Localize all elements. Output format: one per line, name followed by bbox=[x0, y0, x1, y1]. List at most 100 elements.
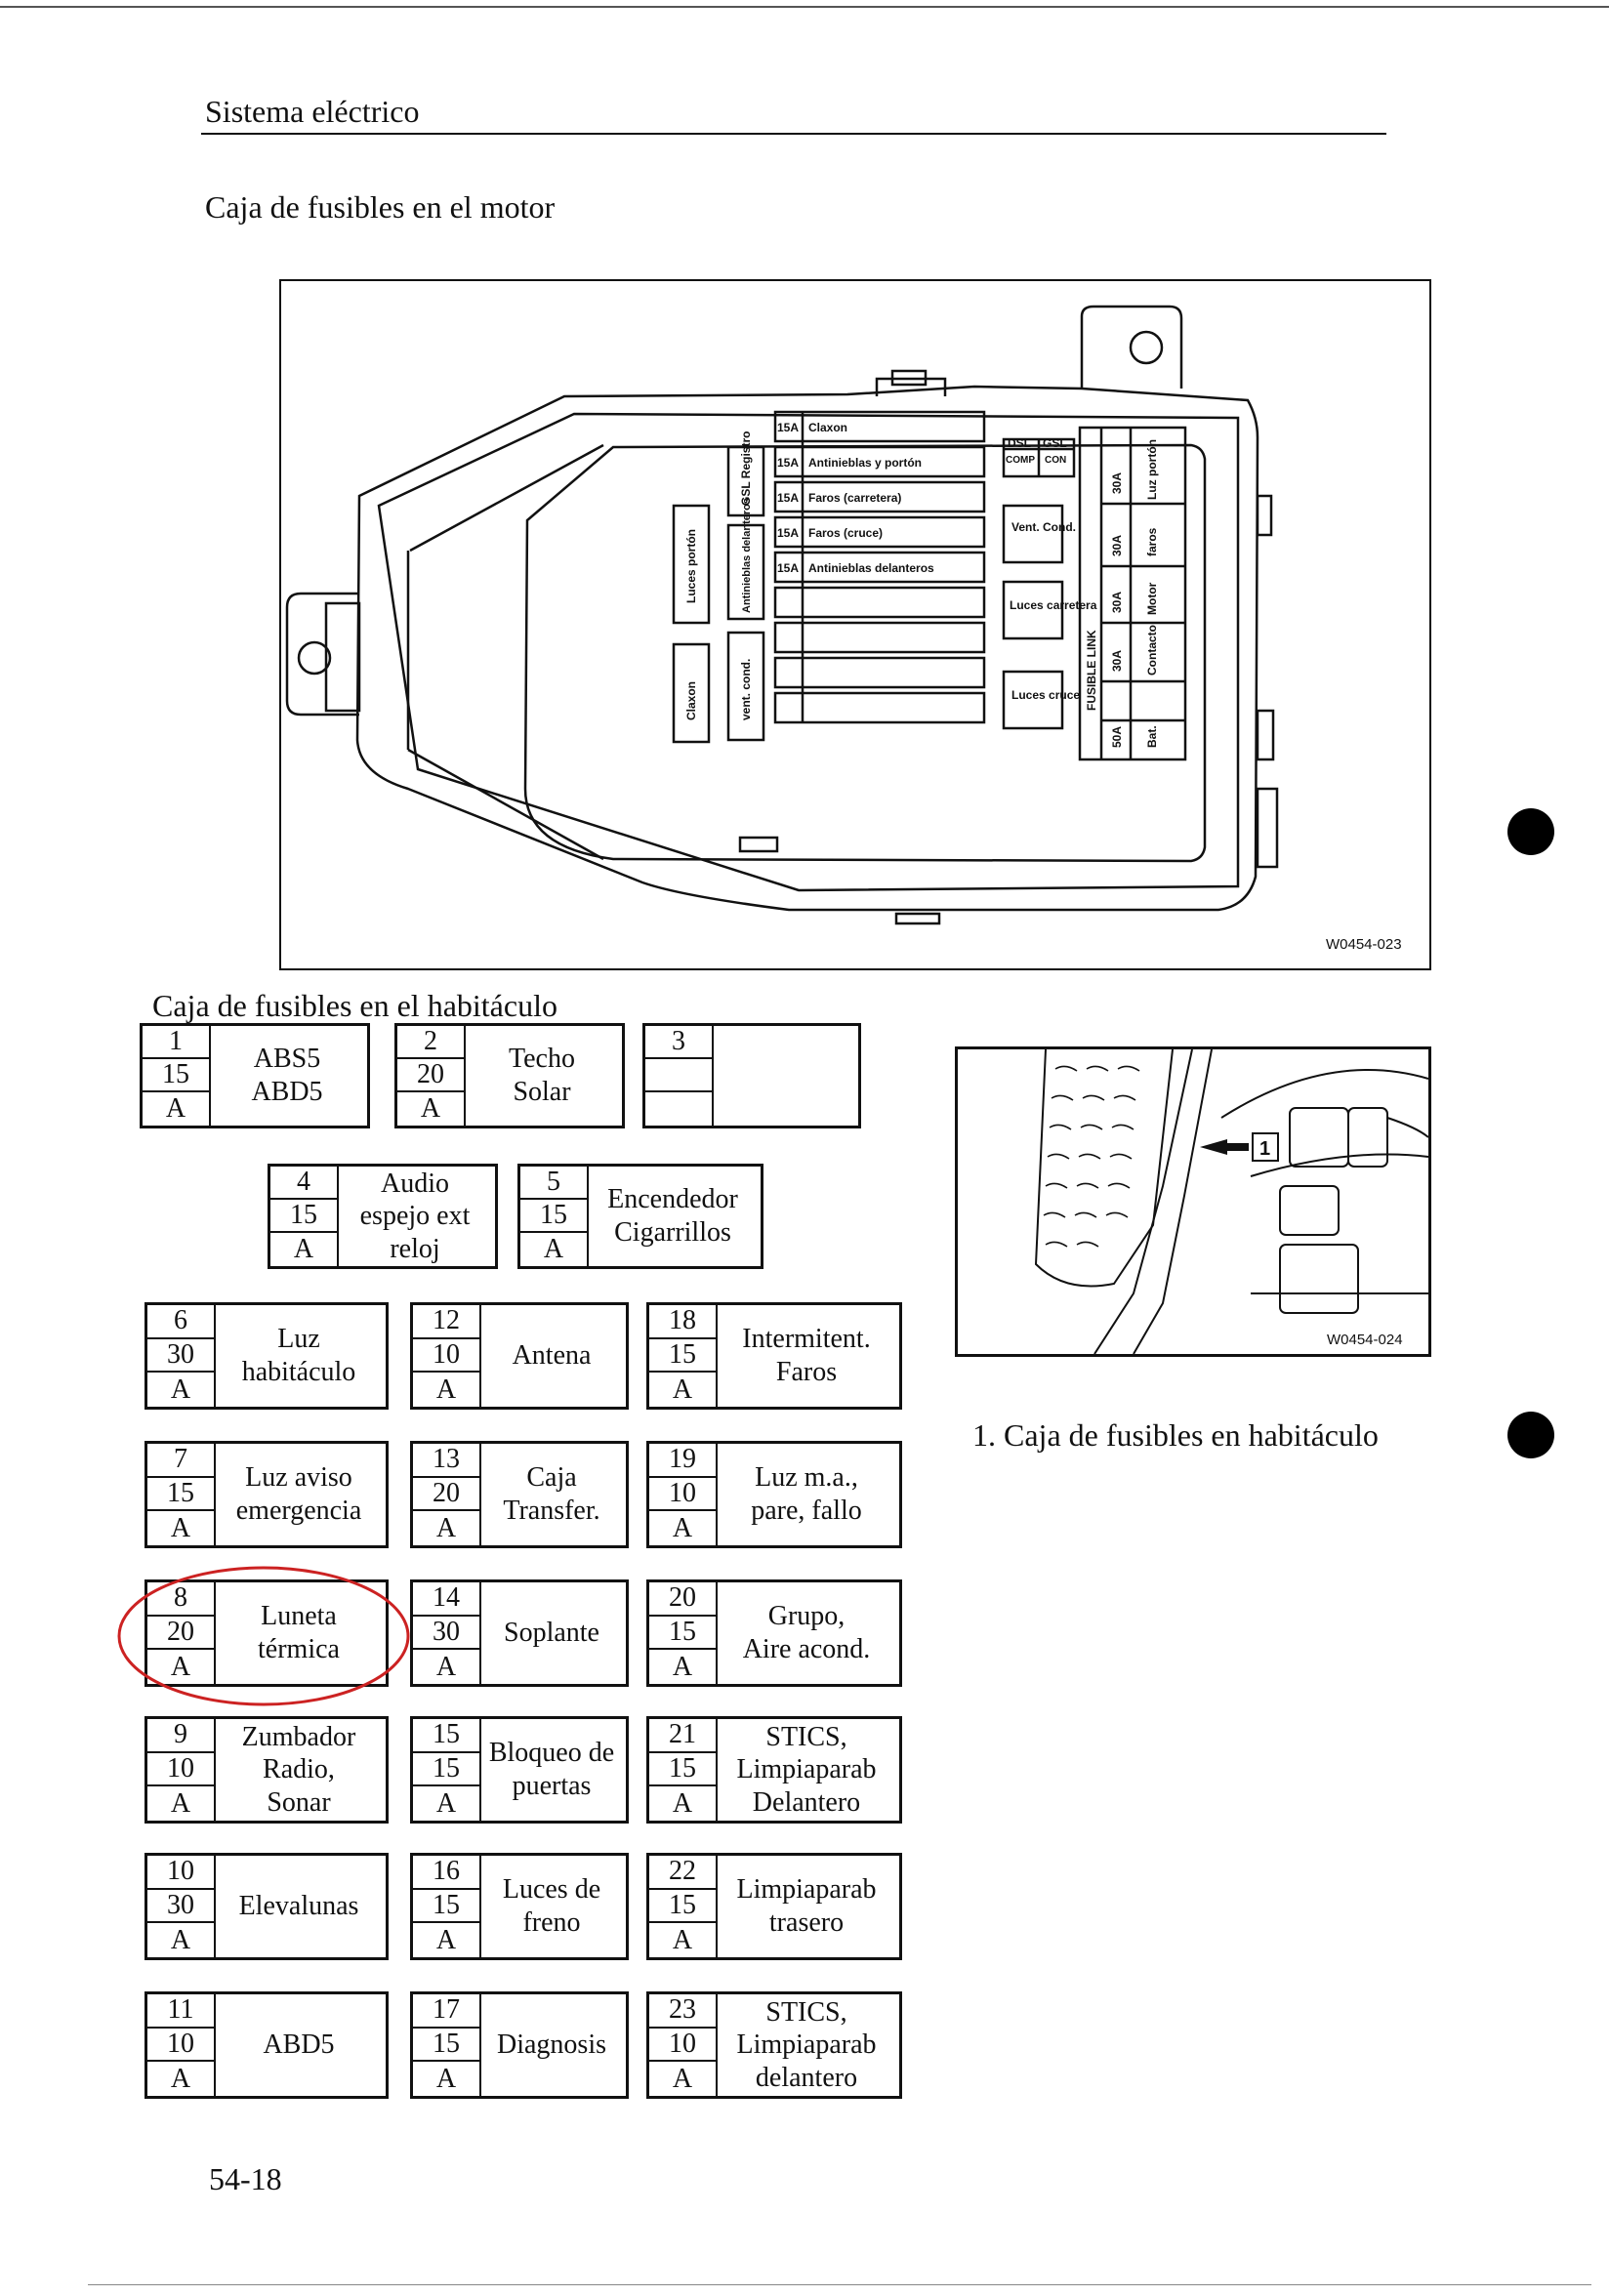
fuse-unit: A bbox=[170, 1787, 191, 1819]
fuse-unit: A bbox=[543, 1233, 564, 1264]
fuse-number: 21 bbox=[649, 1719, 716, 1753]
fuse-description: Luz m.a.,pare, fallo bbox=[718, 1444, 895, 1545]
fusible-link-4-label: Contacto bbox=[1145, 625, 1159, 676]
fuse-description-line: Luz aviso bbox=[245, 1462, 352, 1494]
fuse-description-line: Faros bbox=[775, 1357, 838, 1387]
page-number: 54-18 bbox=[209, 2161, 282, 2196]
fusible-link-2-label: faros bbox=[1145, 527, 1159, 556]
fuse-description-line: delantero bbox=[755, 2062, 858, 2093]
engine-fuse-3-amp: 15A bbox=[777, 491, 799, 505]
fuse-amperage: 15 bbox=[649, 1753, 716, 1787]
fuse-description-line: habitáculo bbox=[241, 1357, 356, 1387]
fuse-unit: A bbox=[672, 2063, 693, 2094]
fuse-amperage: 10 bbox=[413, 1339, 479, 1374]
fusible-link-1-amp: 30A bbox=[1110, 472, 1124, 494]
fuse-number-column bbox=[413, 1719, 481, 1821]
relay-gsl-registro: GSL Registro bbox=[739, 431, 753, 506]
fuse-number: 23 bbox=[649, 1994, 716, 2029]
fuse-description-line: freno bbox=[522, 1907, 581, 1938]
engine-fuse-1-amp: 15A bbox=[777, 421, 799, 434]
fuse-description: Antena bbox=[481, 1305, 622, 1407]
fuse-number-column bbox=[413, 1994, 481, 2096]
fuse-description: Elevalunas bbox=[216, 1856, 382, 1957]
fuse-description-line: Intermitent. bbox=[742, 1324, 871, 1355]
fuse-number: 7 bbox=[147, 1444, 214, 1478]
fuse-description-line: Zumbador bbox=[241, 1721, 356, 1752]
cabin-fuse-3: 3 bbox=[642, 1023, 861, 1128]
fuse-number-column bbox=[645, 1026, 714, 1126]
fuse-unit: A bbox=[672, 1374, 693, 1405]
fusible-link-4-amp: 30A bbox=[1110, 650, 1124, 672]
fuse-description-line: Techo bbox=[508, 1044, 575, 1075]
fuse-unit: A bbox=[435, 2063, 457, 2094]
fuse-number: 8 bbox=[147, 1582, 214, 1617]
fuse-description-line: ABD5 bbox=[263, 2030, 335, 2061]
relay-luces-cruce: Luces cruce bbox=[1011, 688, 1080, 702]
engine-fuse-1-label: Claxon bbox=[808, 421, 847, 434]
fuse-description-line: Aire acond. bbox=[742, 1634, 871, 1664]
fuse-amperage: 30 bbox=[147, 1890, 214, 1924]
callout-number: 1 bbox=[1259, 1138, 1270, 1160]
fuse-number: 3 bbox=[645, 1026, 712, 1059]
fuse-description-line: Audio bbox=[381, 1168, 449, 1199]
fuse-unit: A bbox=[435, 1512, 457, 1543]
fuse-unit: A bbox=[435, 1374, 457, 1405]
fuse-number: 1 bbox=[143, 1026, 209, 1059]
fuse-description: Intermitent.Faros bbox=[718, 1305, 895, 1407]
fuse-description: ABD5 bbox=[216, 1994, 382, 2096]
engine-fuse-2-label: Antinieblas y portón bbox=[808, 456, 922, 470]
fuse-amperage: 10 bbox=[147, 1753, 214, 1787]
fuse-number-column bbox=[397, 1026, 466, 1126]
fuse-number-column bbox=[649, 1305, 718, 1407]
highlight-circle bbox=[117, 1566, 410, 1706]
engine-fuse-diagram: 15A Claxon 15A Antinieblas y portón 15A … bbox=[279, 279, 1431, 970]
fuse-description-line: Cigarrillos bbox=[614, 1217, 731, 1248]
fuse-description-line: Grupo, bbox=[767, 1601, 846, 1632]
fuse-number-column bbox=[649, 1994, 718, 2096]
fuse-unit: A bbox=[672, 1787, 693, 1819]
fuse-description-line: Radio, bbox=[263, 1754, 335, 1785]
relay-dsl: DSL bbox=[1008, 436, 1031, 450]
fuse-unit: A bbox=[293, 1233, 314, 1264]
fuse-amperage: 15 bbox=[649, 1617, 716, 1651]
fuse-number: 22 bbox=[649, 1856, 716, 1890]
relay-luces-porton: Luces portón bbox=[684, 529, 698, 603]
margin-dot-top bbox=[1507, 808, 1554, 855]
fuse-amperage: 20 bbox=[147, 1617, 214, 1651]
fuse-description-line: Encendedor bbox=[607, 1184, 738, 1215]
fuse-description-line: Luneta bbox=[261, 1601, 337, 1632]
margin-dot-bottom bbox=[1507, 1412, 1554, 1458]
fuse-amperage: 20 bbox=[413, 1478, 479, 1512]
fusible-link-5-label: Bat. bbox=[1145, 725, 1159, 748]
fuse-description-line: trasero bbox=[768, 1907, 845, 1938]
fuse-description-line: Sonar bbox=[267, 1786, 331, 1818]
fuse-amperage: 15 bbox=[649, 1890, 716, 1924]
fuse-amperage: 10 bbox=[649, 1478, 716, 1512]
fuse-description-line: Luz bbox=[277, 1324, 320, 1355]
engine-fuse-2-amp: 15A bbox=[777, 456, 799, 470]
fuse-unit: A bbox=[170, 1512, 191, 1543]
fusible-link-2-amp: 30A bbox=[1110, 535, 1124, 556]
fuse-number-column bbox=[413, 1856, 481, 1957]
cabin-location-drawing: 1 W0454-024 bbox=[1034, 1049, 1428, 1354]
engine-fuse-box-drawing: 15A Claxon 15A Antinieblas y portón 15A … bbox=[285, 305, 1402, 953]
cabin-diagram-ref: W0454-024 bbox=[1327, 1332, 1403, 1348]
relay-vent-cond-left: vent. cond. bbox=[739, 659, 753, 720]
fuse-description-line: pare, fallo bbox=[751, 1496, 862, 1526]
